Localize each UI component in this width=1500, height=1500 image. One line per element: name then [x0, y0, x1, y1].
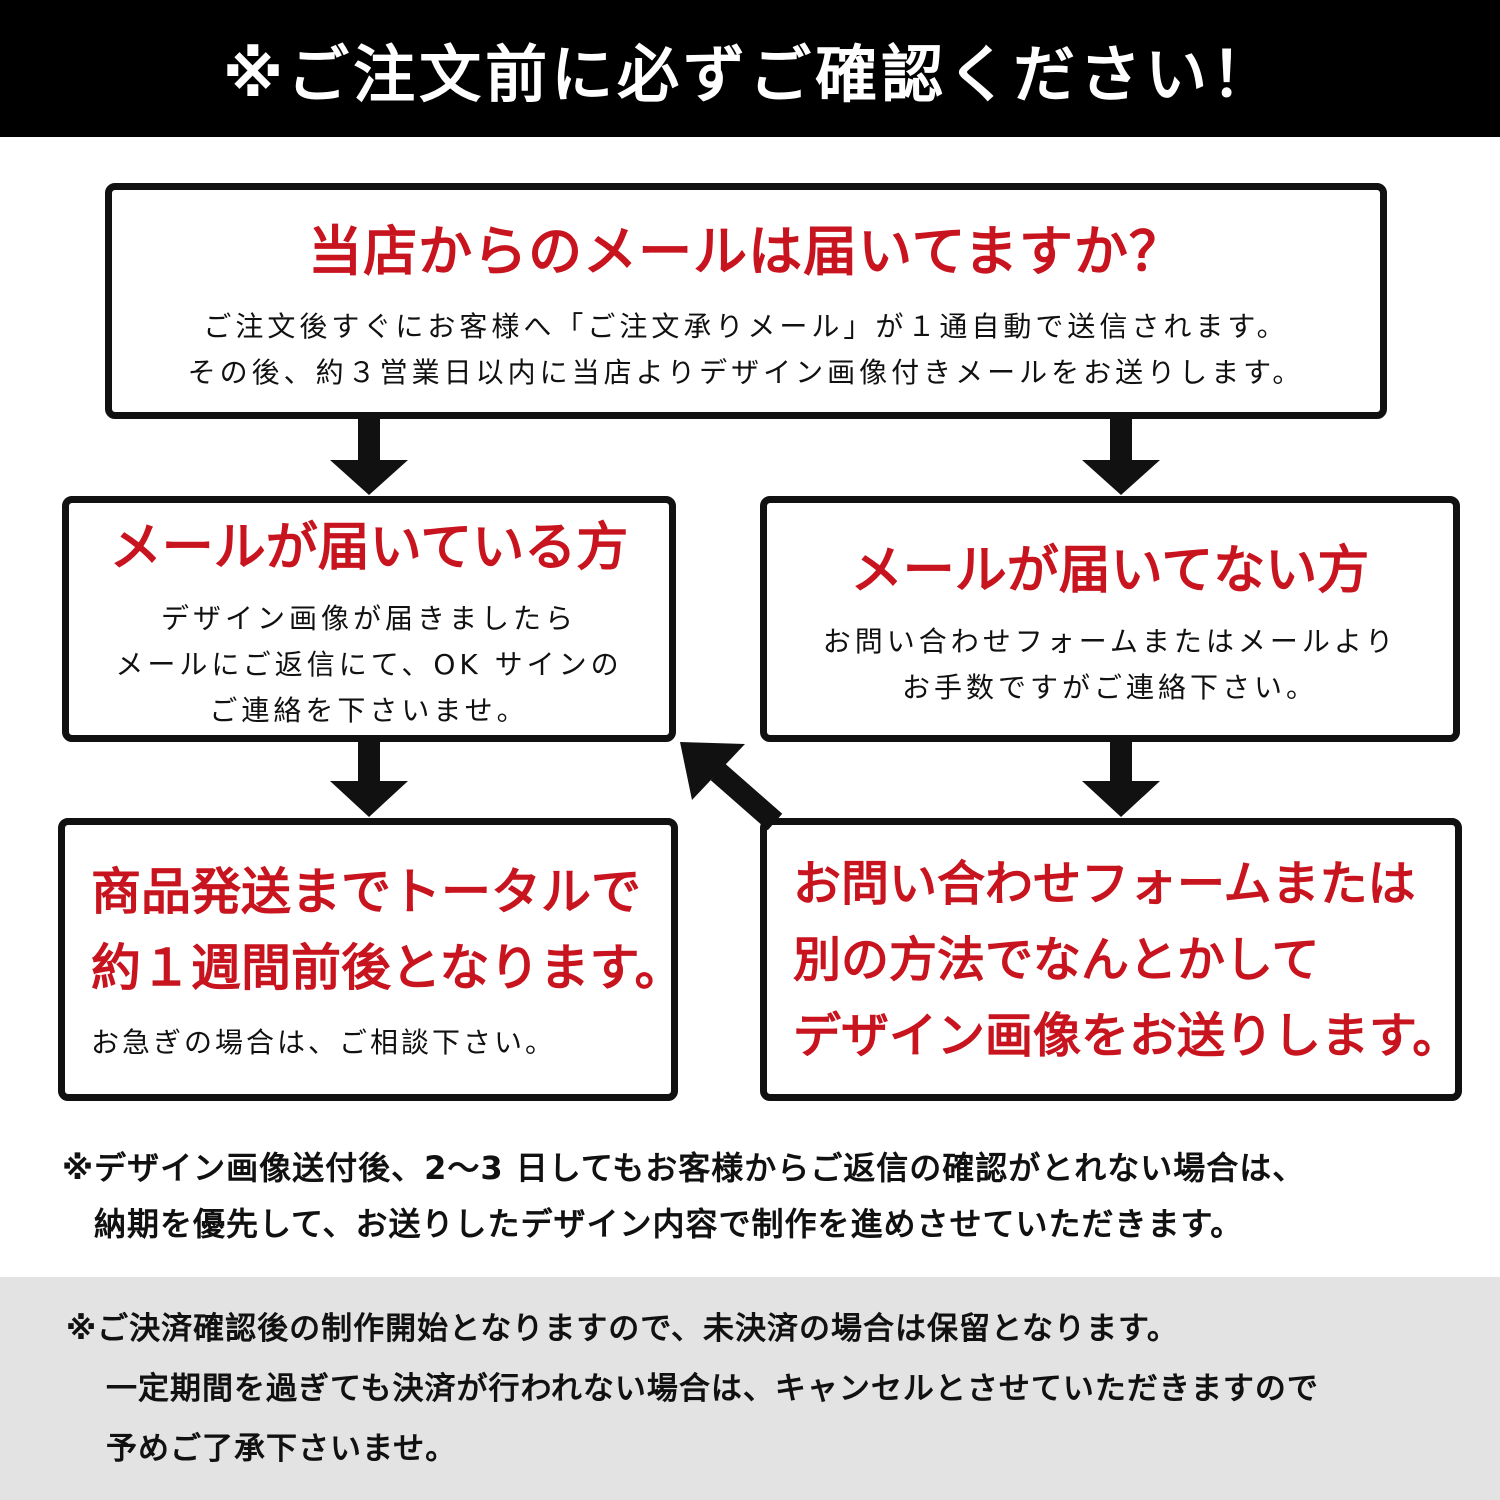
top-box-title: 当店からのメールは届いてますか？: [308, 219, 1184, 283]
top-box: 当店からのメールは届いてますか？ ご注文後すぐにお客様へ「ご注文承りメール」が１…: [105, 183, 1387, 419]
right-box-title: メールが届いてない方: [850, 540, 1370, 601]
bottom-left-box-line2: 約１週間前後となります。: [91, 938, 685, 997]
bottom-left-box-line3: お急ぎの場合は、ご相談下さい。: [91, 1025, 557, 1059]
right-box: メールが届いてない方 お問い合わせフォームまたはメールより お手数ですがご連絡下…: [760, 496, 1460, 742]
payment-footer: ※ご決済確認後の制作開始となりますので、未決済の場合は保留となります。 一定期間…: [0, 1277, 1500, 1500]
bottom-right-box-line1: お問い合わせフォームまたは: [793, 855, 1416, 912]
bottom-right-box: お問い合わせフォームまたは 別の方法でなんとかして デザイン画像をお送りします。: [760, 818, 1462, 1101]
note-line1: ※デザイン画像送付後、2〜3 日してもお客様からご返信の確認がとれない場合は、: [62, 1149, 1306, 1187]
arrow-down-left-1: [330, 419, 408, 495]
top-box-line1: ご注文後すぐにお客様へ「ご注文承りメール」が１通自動で送信されます。: [203, 309, 1289, 343]
arrow-down-right-2: [1082, 742, 1160, 817]
page-header: ※ご注文前に必ずご確認ください！: [0, 0, 1500, 137]
left-box-line3: ご連絡を下さいませ。: [209, 693, 529, 727]
footer-line1: ※ご決済確認後の制作開始となりますので、未決済の場合は保留となります。: [66, 1311, 1179, 1347]
left-box: メールが届いている方 デザイン画像が届きましたら メールにご返信にて、OK サイ…: [62, 496, 676, 742]
arrow-down-right-1: [1082, 419, 1160, 495]
left-box-title: メールが届いている方: [109, 517, 629, 578]
bottom-right-box-line2: 別の方法でなんとかして: [793, 931, 1320, 988]
footer-line2: 一定期間を過ぎても決済が行われない場合は、キャンセルとさせていただきますので: [106, 1371, 1319, 1407]
note-line2: 納期を優先して、お送りしたデザイン内容で制作を進めさせていただきます。: [94, 1205, 1244, 1243]
bottom-left-box: 商品発送までトータルで 約１週間前後となります。 お急ぎの場合は、ご相談下さい。: [58, 818, 685, 1101]
left-box-line1: デザイン画像が届きましたら: [160, 601, 577, 635]
right-box-line2: お手数ですがご連絡下さい。: [901, 670, 1318, 704]
footer-line3: 予めご了承下さいませ。: [106, 1431, 458, 1467]
arrow-diagonal-back: [680, 742, 783, 831]
design-reply-note: ※デザイン画像送付後、2〜3 日してもお客様からご返信の確認がとれない場合は、 …: [62, 1140, 1482, 1252]
right-box-line1: お問い合わせフォームまたはメールより: [822, 624, 1398, 658]
arrow-down-left-2: [330, 742, 408, 817]
bottom-left-box-line1: 商品発送までトータルで: [91, 862, 641, 921]
header-title: ※ご注文前に必ずご確認ください！: [222, 37, 1278, 111]
top-box-line2: その後、約３営業日以内に当店よりデザイン画像付きメールをお送りします。: [187, 355, 1305, 389]
left-box-line2: メールにご返信にて、OK サインの: [115, 647, 623, 681]
bottom-right-box-line3: デザイン画像をお送りします。: [793, 1007, 1461, 1064]
